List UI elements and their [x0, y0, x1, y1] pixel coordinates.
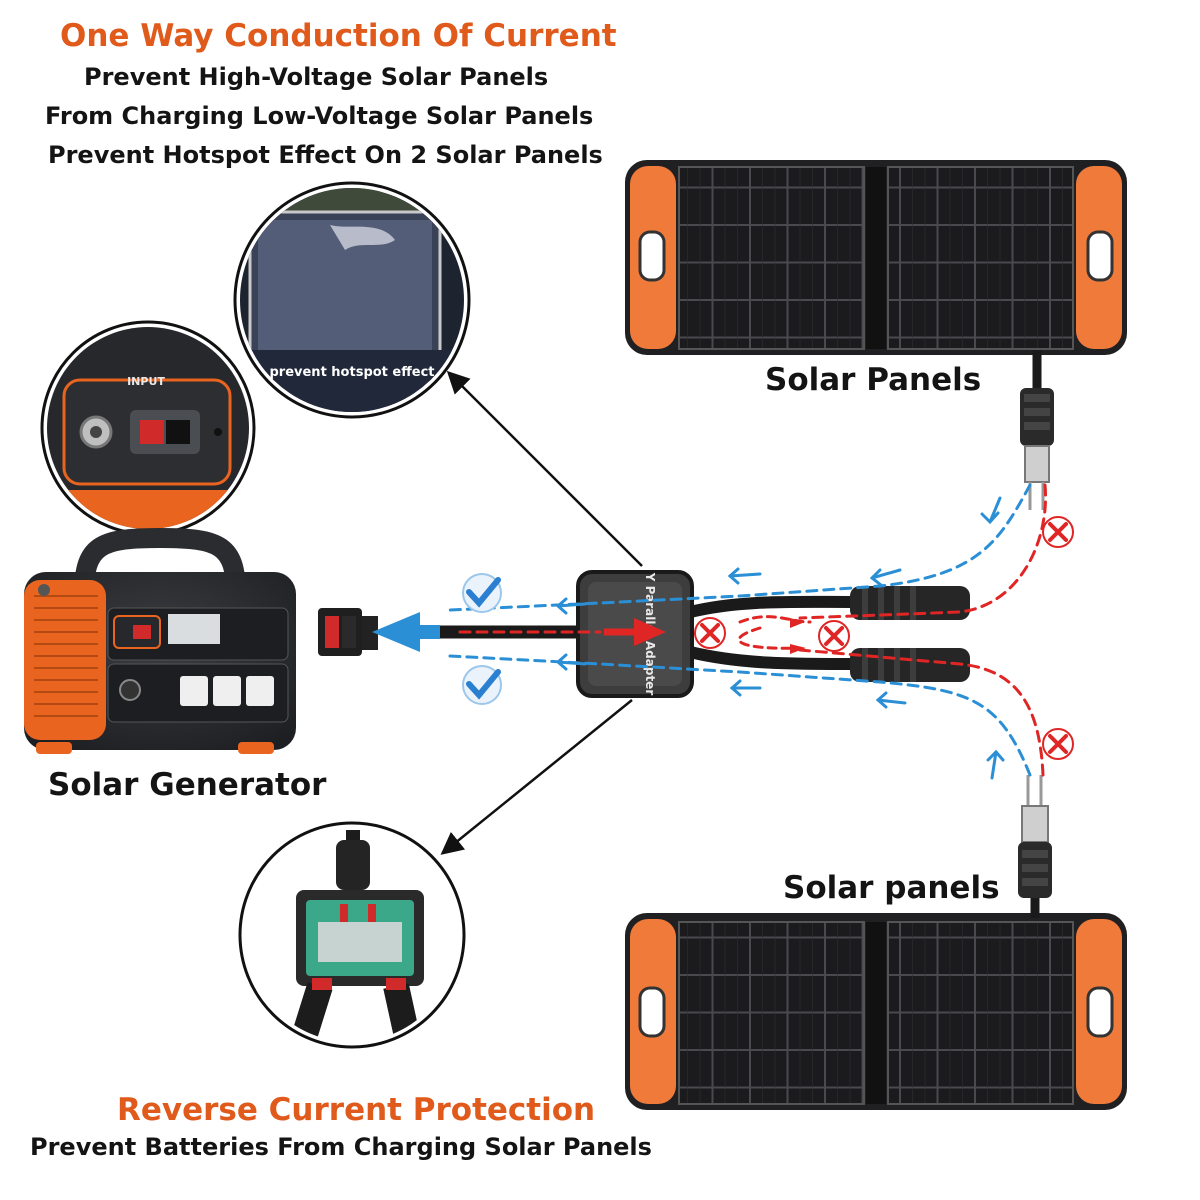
solar-panel-bottom [625, 913, 1127, 1110]
branch-connector-bottom [850, 648, 970, 682]
top-line-3: Prevent Hotspot Effect On 2 Solar Panels [48, 141, 603, 169]
hotspot-caption: prevent hotspot effect [269, 365, 434, 380]
anderson-plug [318, 608, 378, 656]
callout-arrow-diode [440, 699, 633, 855]
red-arrow-small-2 [790, 644, 806, 654]
bottom-title: Reverse Current Protection [117, 1092, 596, 1128]
mc4-connector-top [1020, 388, 1054, 510]
big-blue-arrow-head [372, 612, 420, 652]
input-port-inset: INPUT [40, 320, 256, 536]
top-line-2: From Charging Low-Voltage Solar Panels [45, 102, 594, 130]
blocked-x-icon [1042, 516, 1074, 548]
check-icon [462, 573, 502, 613]
solar-panels-bottom-label: Solar panels [783, 870, 1000, 906]
input-panel-label: INPUT [127, 375, 165, 388]
diode-box-inset [238, 821, 466, 1049]
blocked-x-icon [1042, 728, 1074, 760]
solar-panels-top-label: Solar Panels [765, 362, 982, 398]
top-line-1: Prevent High-Voltage Solar Panels [84, 63, 549, 91]
check-icon [462, 665, 502, 705]
top-title: One Way Conduction Of Current [60, 18, 617, 54]
blue-flow-arrows [555, 496, 1005, 780]
solar-panel-top [625, 160, 1127, 355]
blocked-x-icon [694, 617, 726, 649]
solar-generator-label: Solar Generator [48, 767, 327, 803]
blocked-x-icon [818, 620, 850, 652]
red-arrow-small-1 [790, 618, 805, 628]
callout-arrow-hotspot [446, 370, 643, 567]
solar-generator [24, 527, 296, 754]
big-red-arrow-head [634, 618, 666, 646]
mc4-connector-bottom [1018, 775, 1052, 898]
bottom-line: Prevent Batteries From Charging Solar Pa… [30, 1133, 652, 1161]
hotspot-inset: prevent hotspot effect [233, 181, 471, 419]
